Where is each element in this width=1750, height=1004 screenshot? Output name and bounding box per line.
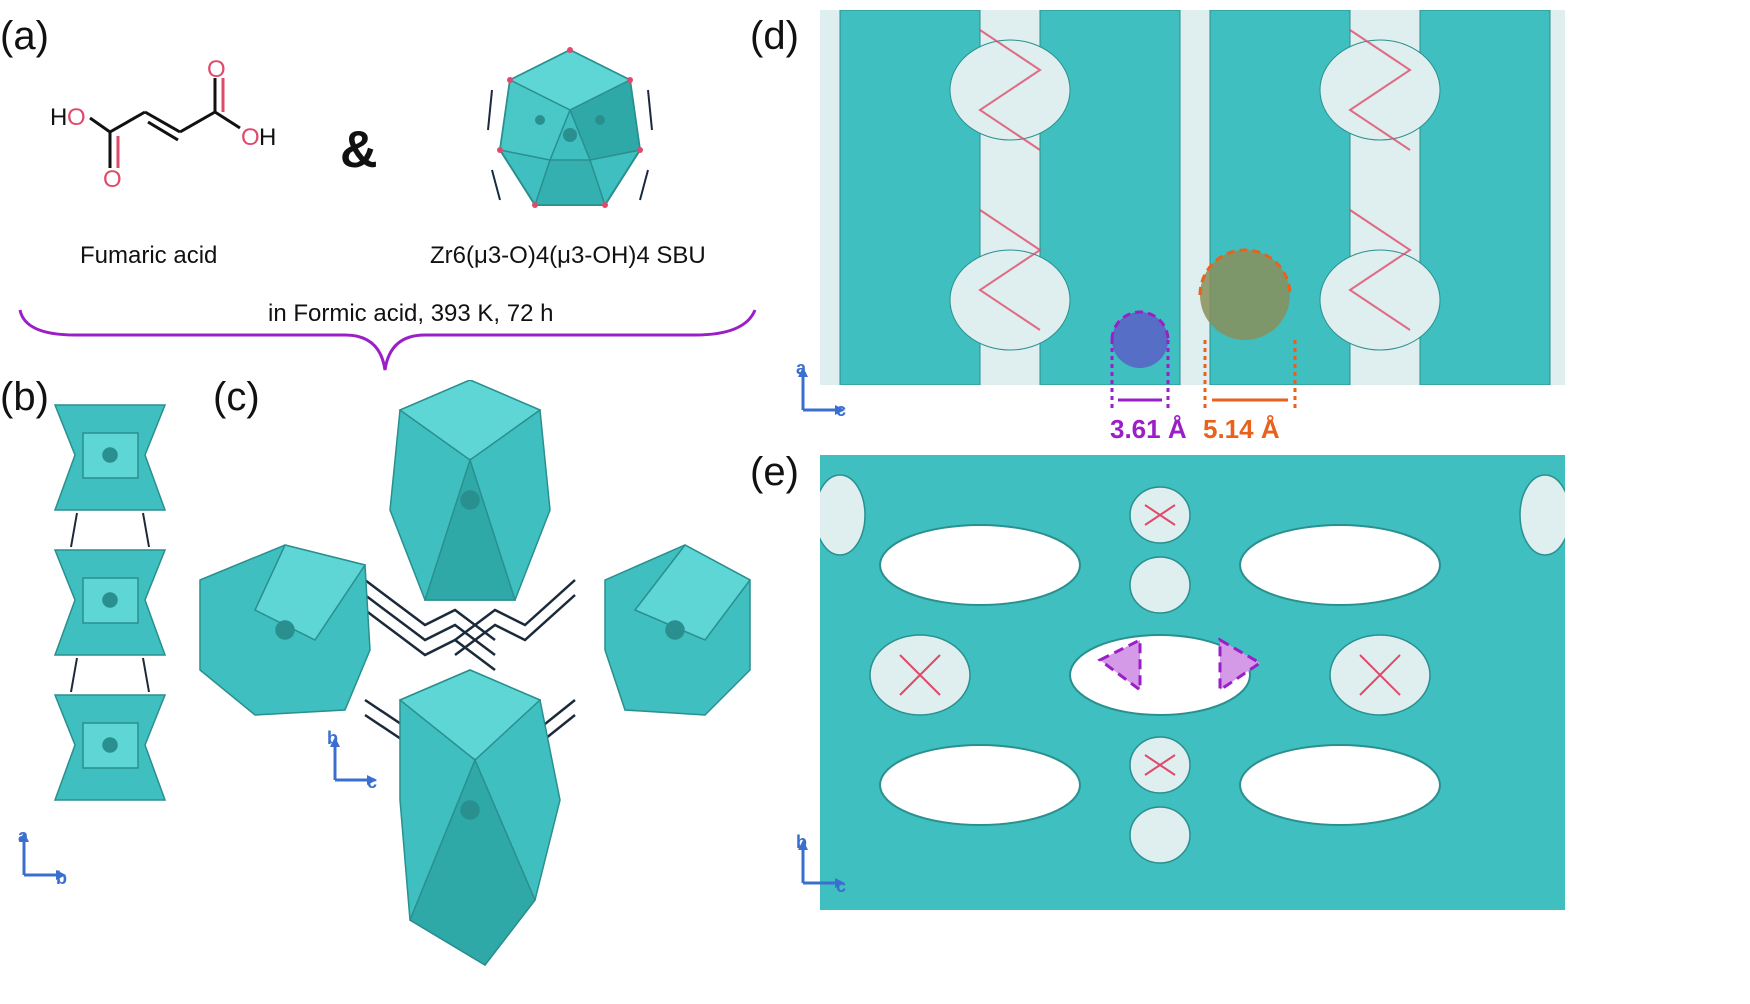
pore-surface-view-e (820, 455, 1565, 910)
ampersand: & (340, 121, 378, 179)
framework-view-c (199, 380, 752, 966)
fumaric-acid-structure (89, 78, 241, 168)
panel-label-a: (a) (0, 14, 49, 58)
pore-size-large: 5.14 Å (1203, 414, 1280, 444)
fumaric-o-left: O (67, 104, 86, 131)
axis-c-label-2: c (367, 772, 378, 792)
reaction-brace (18, 309, 757, 371)
reaction-condition: in Formic acid, 393 K, 72 h (268, 300, 554, 327)
zr6-sbu-cluster (487, 47, 653, 208)
axis-d (798, 367, 845, 415)
pore-surface-view-d (820, 10, 1565, 385)
fumaric-h-right: H (259, 124, 277, 151)
axis-d-label-2: c (836, 400, 847, 420)
reagent1-caption: Fumaric acid (80, 242, 218, 269)
fumaric-h-left: H (50, 104, 68, 131)
axis-c-label-1: b (327, 728, 338, 748)
panel-label-d: (d) (750, 14, 799, 58)
axis-b (19, 832, 66, 880)
fumaric-o-right: O (241, 124, 260, 151)
reagent2-caption: Zr6(μ3-O)4(μ3-OH)4 SBU (430, 242, 706, 269)
pore-size-small: 3.61 Å (1110, 414, 1187, 444)
axis-d-label-1: a (796, 358, 807, 378)
panel-label-b: (b) (0, 375, 49, 419)
cluster-c-left (199, 544, 371, 716)
panel-label-e: (e) (750, 450, 799, 494)
sbu-b-2 (53, 549, 167, 656)
triangle-marker-left (1097, 637, 1142, 693)
axis-e-label-1: b (796, 832, 807, 852)
panel-label-c: (c) (213, 375, 260, 419)
fumaric-o-top: O (207, 56, 226, 83)
cluster-c-right (604, 544, 752, 716)
triangle-marker-right (1218, 637, 1263, 693)
axis-b-label-2: b (56, 868, 67, 888)
axis-e-label-2: c (836, 876, 847, 896)
axis-e (798, 840, 845, 888)
pore-marker-large (1200, 250, 1290, 340)
cluster-c-bottom (398, 669, 561, 966)
sbu-b-3 (53, 694, 167, 801)
sbu-b-1 (53, 404, 167, 511)
pore-dimension-lines (1110, 340, 1297, 410)
cluster-c-top (389, 380, 551, 601)
fumaric-o-bottom: O (103, 166, 122, 193)
sbu-chain-view (53, 404, 167, 801)
axis-b-label-1: a (18, 826, 29, 846)
axis-c (330, 737, 377, 785)
pore-marker-small (1112, 312, 1168, 368)
